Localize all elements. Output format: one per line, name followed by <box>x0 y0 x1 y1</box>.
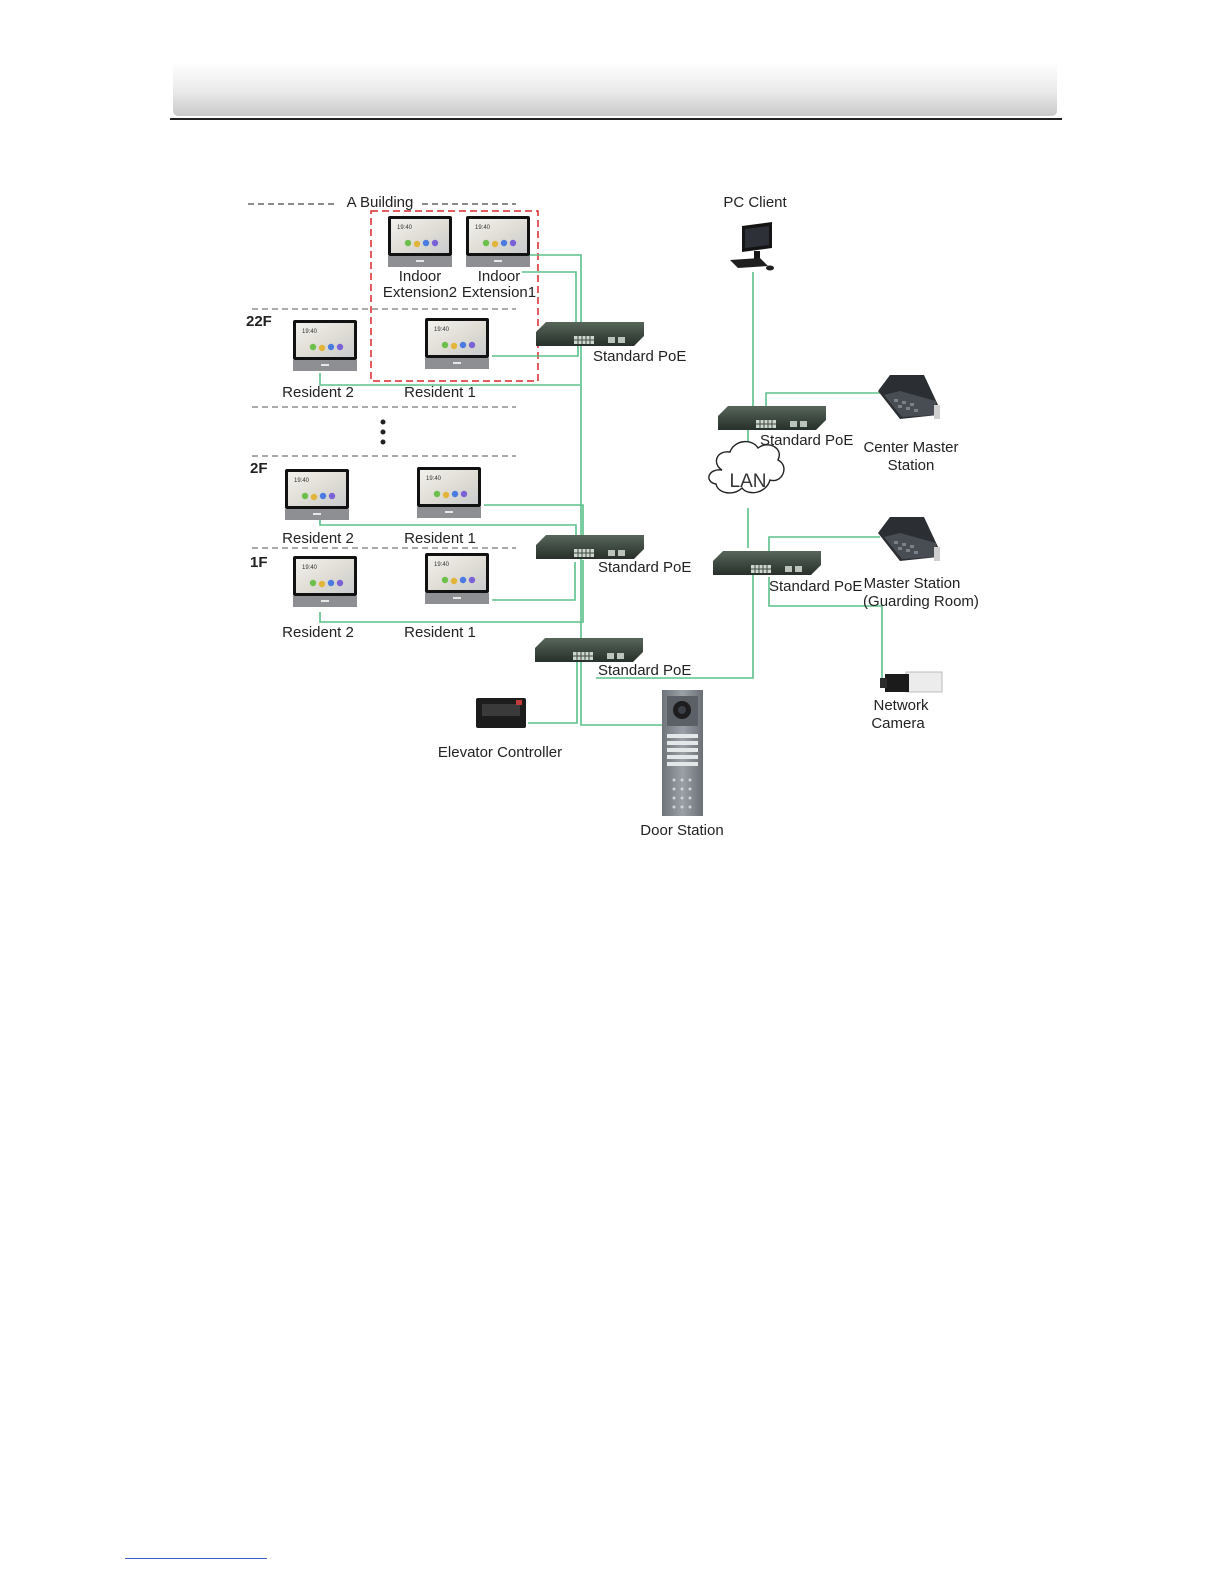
resident2-2f-monitor <box>285 469 349 520</box>
indoor-extension1-label-line2: Extension1 <box>462 284 536 301</box>
floor-label-2f: 2F <box>250 460 268 477</box>
standard-poe-label-guarding: Standard PoE <box>769 578 862 595</box>
door-station-device <box>662 690 703 816</box>
ellipsis-dot <box>380 439 386 445</box>
building-label: A Building <box>347 194 414 211</box>
ellipsis-dot <box>380 419 386 425</box>
center-master-station-label-line1: Center Master <box>863 439 958 456</box>
standard-poe-label-22f: Standard PoE <box>593 348 686 365</box>
master-station-label-line2: (Guarding Room) <box>863 593 979 610</box>
floor-label-22f: 22F <box>246 313 272 330</box>
indoor-extension2-monitor <box>388 216 452 267</box>
elevator-controller-device <box>476 698 526 728</box>
header-rule <box>170 118 1062 120</box>
page-header-bar <box>173 62 1057 116</box>
resident2-2f-label: Resident 2 <box>282 530 354 547</box>
standard-poe-switch-bottom <box>534 637 644 663</box>
standard-poe-switch-22f <box>535 321 645 347</box>
resident2-22f-monitor <box>293 320 357 371</box>
floor-label-1f: 1F <box>250 554 268 571</box>
indoor-extension-group-box <box>370 210 539 382</box>
master-station-device <box>878 517 940 561</box>
resident2-22f-label: Resident 2 <box>282 384 354 401</box>
standard-poe-switch-guarding <box>712 550 822 576</box>
resident1-22f-label: Resident 1 <box>404 384 476 401</box>
pc-client-computer <box>730 222 774 271</box>
lan-cloud-shape <box>708 441 785 494</box>
standard-poe-switch-floors <box>535 534 645 560</box>
standard-poe-label-center: Standard PoE <box>760 432 853 449</box>
resident1-2f-monitor <box>417 467 481 518</box>
resident1-2f-label: Resident 1 <box>404 530 476 547</box>
door-station-label: Door Station <box>640 822 723 839</box>
elevator-controller-label: Elevator Controller <box>438 744 562 761</box>
resident2-1f-label: Resident 2 <box>282 624 354 641</box>
ellipsis-dot <box>380 429 386 435</box>
master-station-label-line1: Master Station <box>864 575 961 592</box>
center-master-station-device <box>878 375 940 419</box>
center-master-station-label-line2: Station <box>888 457 935 474</box>
footnote-rule <box>125 1558 267 1559</box>
indoor-extension2-label-line1: Indoor <box>399 268 442 285</box>
resident1-22f-monitor <box>425 318 489 369</box>
indoor-extension1-label-line1: Indoor <box>478 268 521 285</box>
lan-label: LAN <box>730 471 767 492</box>
indoor-extension2-label-line2: Extension2 <box>383 284 457 301</box>
network-camera-device <box>880 671 943 693</box>
network-camera-label-line2: Camera <box>871 715 925 732</box>
standard-poe-label-floors: Standard PoE <box>598 559 691 576</box>
standard-poe-label-bottom: Standard PoE <box>598 662 691 679</box>
indoor-extension1-monitor <box>466 216 530 267</box>
standard-poe-switch-center <box>717 405 827 431</box>
network-camera-label-line1: Network <box>873 697 929 714</box>
resident1-1f-label: Resident 1 <box>404 624 476 641</box>
resident2-1f-monitor <box>293 556 357 607</box>
resident1-1f-monitor <box>425 553 489 604</box>
pc-client-label: PC Client <box>723 194 787 211</box>
